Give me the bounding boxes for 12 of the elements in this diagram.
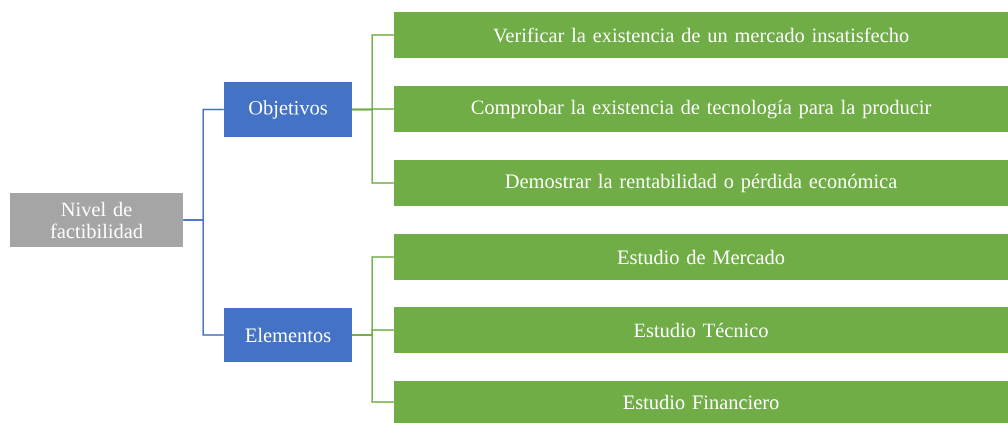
item-box: Demostrar la rentabilidad o pérdida económica [394, 160, 1008, 206]
item-box: Comprobar la existencia de tecnología para la producir [394, 86, 1008, 132]
connector-line [351, 334, 395, 403]
item-box: Verificar la existencia de un mercado insatisfecho [394, 12, 1008, 58]
connector-line [182, 219, 225, 336]
item-box: Estudio Financiero [394, 381, 1008, 423]
root-box: Nivel de factibilidad [10, 193, 183, 247]
item-box: Estudio de Mercado [394, 234, 1008, 280]
category-box: Objetivos [224, 82, 352, 137]
category-box: Elementos [224, 308, 352, 362]
connector-line [351, 108, 395, 184]
item-box: Estudio Técnico [394, 307, 1008, 353]
